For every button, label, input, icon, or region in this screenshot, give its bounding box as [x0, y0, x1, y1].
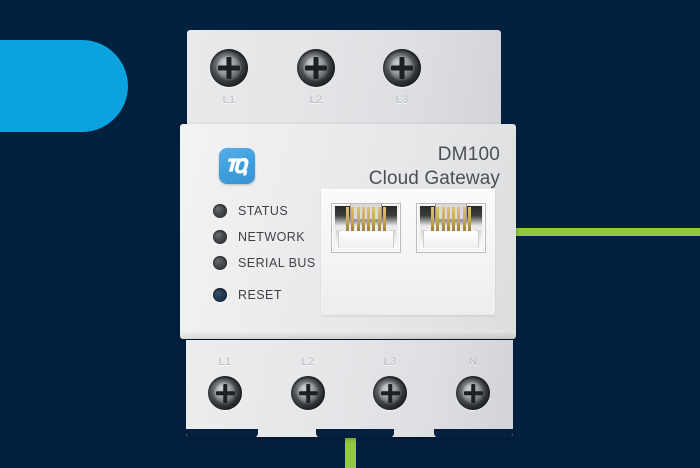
- rj45-pins-icon: [346, 207, 386, 231]
- bottom-notch: [186, 429, 258, 438]
- screw-head-icon: [213, 381, 237, 405]
- reset-button[interactable]: [213, 288, 227, 302]
- screw-head-icon: [378, 381, 402, 405]
- terminal-screw-top-l3[interactable]: [383, 49, 421, 87]
- screw-head-icon: [303, 55, 329, 81]
- terminal-screw-bottom-l2[interactable]: [291, 376, 325, 410]
- led-row-status: STATUS: [213, 204, 288, 218]
- screw-head-icon: [216, 55, 242, 81]
- led-label-status: STATUS: [238, 204, 289, 218]
- terminal-label-top-l3: L3: [395, 94, 409, 106]
- bottom-notch: [434, 429, 510, 438]
- product-model: DM100: [437, 144, 500, 165]
- bottom-notch: [499, 429, 513, 438]
- terminal-screw-top-l2[interactable]: [297, 49, 335, 87]
- screw-head-icon: [296, 381, 320, 405]
- tq-logo: [219, 148, 255, 184]
- product-labels: DM100 Cloud Gateway: [260, 143, 500, 191]
- network-led-icon: [213, 230, 227, 244]
- bottom-notch: [316, 429, 394, 438]
- terminal-screw-top-l1[interactable]: [210, 49, 248, 87]
- front-panel: DM100 Cloud Gateway STATUS NETWORK SERIA…: [180, 124, 516, 339]
- terminal-label-bottom-l1: L1: [218, 356, 232, 368]
- product-subtitle: Cloud Gateway: [368, 167, 500, 189]
- screw-head-icon: [389, 55, 415, 81]
- led-label-network: NETWORK: [238, 230, 306, 244]
- terminal-label-bottom-l2: L2: [301, 356, 315, 368]
- terminal-label-bottom-l3: L3: [383, 356, 397, 368]
- led-label-serial-bus: SERIAL BUS: [238, 256, 316, 270]
- ethernet-port-1[interactable]: [331, 203, 401, 253]
- terminal-label-top-l1: L1: [222, 94, 236, 106]
- rj45-pins-icon: [431, 207, 471, 231]
- led-row-reset[interactable]: RESET: [213, 288, 282, 302]
- led-label-reset: RESET: [238, 288, 282, 302]
- terminal-label-top-l2: L2: [309, 94, 323, 106]
- bottom-terminal-block: L1 L2 L3 N: [186, 340, 513, 438]
- terminal-screw-bottom-l1[interactable]: [208, 376, 242, 410]
- terminal-screw-bottom-l3[interactable]: [373, 376, 407, 410]
- port-recess-plate: [321, 189, 495, 315]
- ethernet-port-2[interactable]: [416, 203, 486, 253]
- led-row-network: NETWORK: [213, 230, 305, 244]
- screw-head-icon: [461, 381, 485, 405]
- terminal-screw-bottom-n[interactable]: [456, 376, 490, 410]
- green-horizontal-bar: [516, 228, 700, 236]
- serial-bus-led-icon: [213, 256, 227, 270]
- terminal-label-bottom-n: N: [468, 356, 478, 368]
- led-row-serial-bus: SERIAL BUS: [213, 256, 316, 270]
- green-vertical-bar: [345, 437, 356, 468]
- top-terminal-block: L1 L2 L3: [187, 30, 501, 138]
- status-led-icon: [213, 204, 227, 218]
- blue-rounded-pill: [0, 40, 128, 132]
